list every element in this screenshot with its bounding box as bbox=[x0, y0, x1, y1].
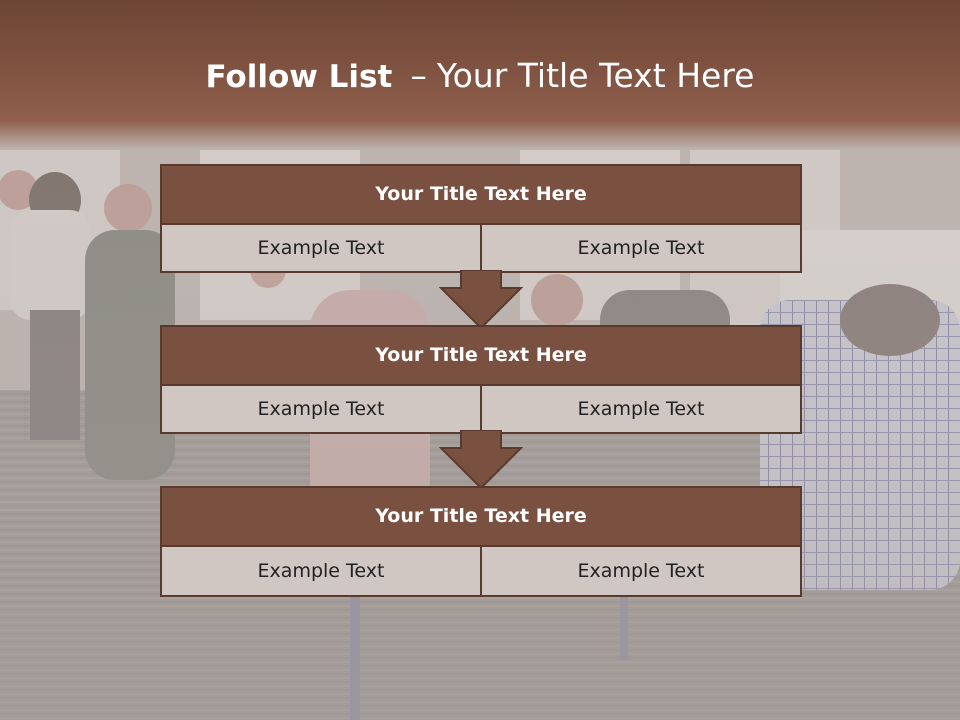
step-right-text: Example Text bbox=[480, 547, 800, 595]
step-right-text: Example Text bbox=[480, 225, 800, 271]
down-arrow-icon bbox=[439, 430, 523, 490]
title-bold: Follow List bbox=[205, 59, 393, 95]
flow-step-3: Your Title Text Here Example Text Exampl… bbox=[160, 486, 802, 597]
title-dash: – bbox=[410, 56, 427, 95]
step-row: Example Text Example Text bbox=[162, 547, 800, 595]
step-title: Your Title Text Here bbox=[162, 166, 800, 225]
slide-title: Follow List–Your Title Text Here bbox=[0, 52, 960, 101]
step-right-text: Example Text bbox=[480, 386, 800, 432]
step-row: Example Text Example Text bbox=[162, 386, 800, 432]
header-band bbox=[0, 0, 960, 150]
step-row: Example Text Example Text bbox=[162, 225, 800, 271]
step-left-text: Example Text bbox=[162, 386, 480, 432]
flow-step-2: Your Title Text Here Example Text Exampl… bbox=[160, 325, 802, 434]
title-rest: Your Title Text Here bbox=[436, 56, 755, 95]
flow-step-1: Your Title Text Here Example Text Exampl… bbox=[160, 164, 802, 273]
down-arrow-icon bbox=[439, 270, 523, 330]
step-left-text: Example Text bbox=[162, 225, 480, 271]
step-left-text: Example Text bbox=[162, 547, 480, 595]
step-title: Your Title Text Here bbox=[162, 488, 800, 547]
step-title: Your Title Text Here bbox=[162, 327, 800, 386]
